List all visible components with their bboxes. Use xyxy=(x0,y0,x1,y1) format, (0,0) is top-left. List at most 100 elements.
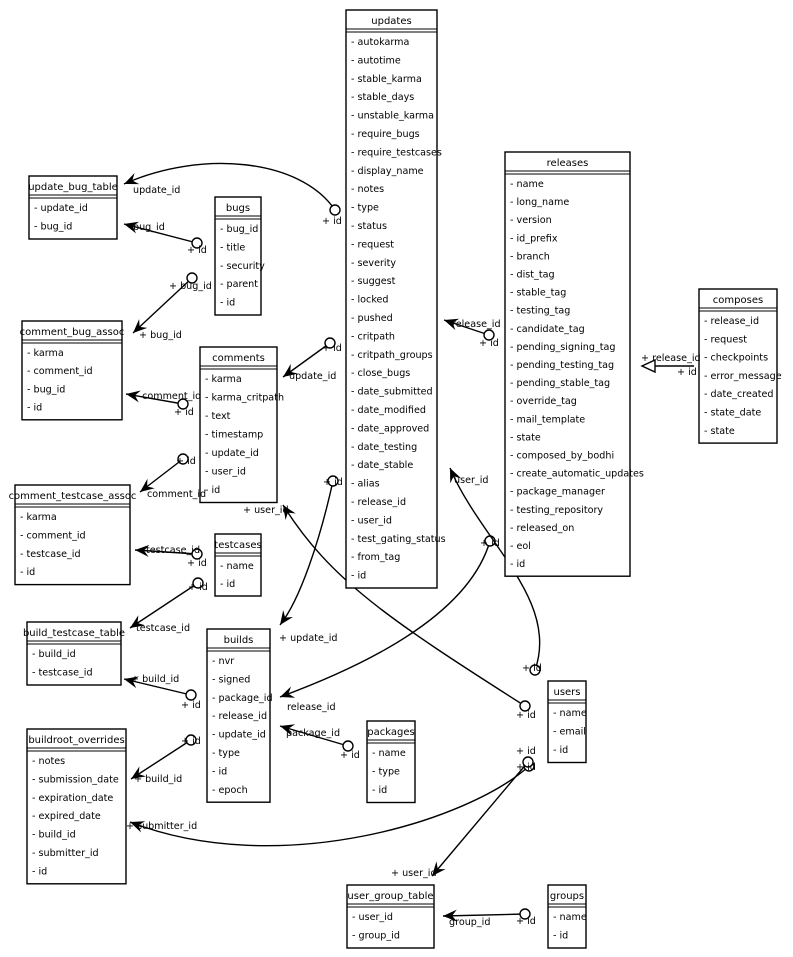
table-field: - checkpoints xyxy=(704,353,768,364)
relation-to-label: + id xyxy=(677,367,697,378)
table-box xyxy=(21,320,123,421)
relation-from-label: + submitter_id xyxy=(126,821,197,832)
relation-from-label: release_id xyxy=(287,702,336,713)
optional-marker xyxy=(191,548,203,560)
relation-from-label: comment_id xyxy=(147,489,206,500)
table-field: - submitter_id xyxy=(32,848,99,859)
relation-to-label: + id xyxy=(323,477,343,488)
optional-marker xyxy=(483,329,495,341)
relation-ugt-groups xyxy=(442,908,531,922)
table-field: - comment_id xyxy=(27,366,93,377)
table-field: - karma_critpath xyxy=(205,393,284,404)
table-title: users xyxy=(553,687,580,698)
optional-marker xyxy=(186,272,198,284)
table-field: - id xyxy=(205,485,220,496)
table-title: build_testcase_table xyxy=(23,628,125,639)
table-title: comment_bug_assoc xyxy=(20,327,125,338)
crowfoot-arrowhead xyxy=(140,478,155,492)
table-field: - request xyxy=(704,334,747,345)
table-field: - testcase_id xyxy=(32,668,93,679)
table-field: - state_date xyxy=(704,408,761,419)
table-box xyxy=(504,151,631,577)
relation-to-label: + id xyxy=(480,538,500,549)
table-field: - id xyxy=(212,766,227,777)
table-field: - pending_signing_tag xyxy=(510,342,616,353)
table-composes[interactable]: composes- release_id- request- checkpoin… xyxy=(698,288,782,444)
relation-cba-bugs xyxy=(132,272,198,334)
table-field: - create_automatic_updates xyxy=(510,469,644,480)
table-title: releases xyxy=(547,158,589,169)
table-field: - id xyxy=(220,579,235,590)
table-field: - severity xyxy=(351,258,396,269)
relation-line xyxy=(442,913,526,917)
table-packages[interactable]: packages- name- type- id xyxy=(366,720,416,804)
table-field: - expired_date xyxy=(32,811,101,822)
table-field: - unstable_karma xyxy=(351,111,434,122)
table-comments[interactable]: comments- karma- karma_critpath- text- t… xyxy=(199,346,284,504)
optional-marker xyxy=(177,453,189,465)
table-title: packages xyxy=(367,727,414,738)
table-field: - karma xyxy=(205,374,242,385)
relation-line xyxy=(279,540,491,698)
table-field: - bug_id xyxy=(220,224,258,235)
optional-marker xyxy=(329,204,341,216)
table-field: - suggest xyxy=(351,276,396,287)
relation-line xyxy=(282,504,526,707)
table-title: groups xyxy=(550,891,584,902)
table-box xyxy=(214,196,262,316)
table-box xyxy=(366,720,416,804)
table-field: - timestamp xyxy=(205,430,263,441)
relation-line xyxy=(134,549,198,555)
table-field: - require_testcases xyxy=(351,147,442,158)
table-users[interactable]: users- name- email- id xyxy=(547,680,587,764)
table-groups[interactable]: groups- name- id xyxy=(547,884,587,949)
table-field: - id xyxy=(510,559,525,570)
table-build-testcase-table[interactable]: build_testcase_table- build_id- testcase… xyxy=(23,621,125,686)
table-builds[interactable]: builds- nvr- signed- package_id- release… xyxy=(206,628,273,803)
table-field: - package_id xyxy=(212,693,273,704)
table-box xyxy=(28,175,118,240)
relation-line xyxy=(129,582,199,629)
table-title: builds xyxy=(224,635,254,646)
relation-from-label: package_id xyxy=(286,728,340,739)
relation-from-label: + user_id xyxy=(391,868,437,879)
table-box xyxy=(547,884,587,949)
table-field: - date_approved xyxy=(351,423,429,434)
table-update-bug-table[interactable]: update_bug_table- update_id- bug_id xyxy=(28,175,118,240)
table-field: - id_prefix xyxy=(510,233,558,244)
crowfoot-arrowhead xyxy=(280,724,296,736)
relation-update_bug-updates xyxy=(123,162,341,216)
table-field: - stable_days xyxy=(351,92,414,103)
relation-btt-testcases xyxy=(129,577,204,629)
relation-to-label: + id xyxy=(516,762,536,773)
table-updates[interactable]: updates- autokarma- autotime- stable_kar… xyxy=(345,9,446,589)
table-field: - bug_id xyxy=(27,384,65,395)
table-field: - status xyxy=(351,221,387,232)
crowfoot-arrowhead xyxy=(131,766,147,779)
table-field: - testing_repository xyxy=(510,505,603,516)
table-title: bugs xyxy=(226,203,250,214)
crowfoot-arrowhead xyxy=(283,505,296,521)
table-field: - release_id xyxy=(351,497,406,508)
relation-builds-updates xyxy=(279,475,339,626)
table-field: - title xyxy=(220,242,245,253)
table-comment-testcase-assoc[interactable]: comment_testcase_assoc- karma- comment_i… xyxy=(9,484,137,586)
relation-from-label: + comment_id xyxy=(131,391,201,402)
table-buildroot-overrides[interactable]: buildroot_overrides- notes- submission_d… xyxy=(26,728,127,885)
relation-from-label: group_id xyxy=(449,917,490,928)
table-comment-bug-assoc[interactable]: comment_bug_assoc- karma- comment_id- bu… xyxy=(20,320,125,421)
relation-comments-users xyxy=(282,504,531,712)
table-field: - nvr xyxy=(212,656,234,667)
table-testcases[interactable]: testcases- name- id xyxy=(214,533,262,597)
table-user-group-table[interactable]: user_group_table- user_id- group_id xyxy=(346,884,435,949)
relation-to-label: + id xyxy=(479,338,499,349)
table-field: - date_created xyxy=(704,389,773,400)
table-releases[interactable]: releases- name- long_name- version- id_p… xyxy=(504,151,644,577)
table-field: - version xyxy=(510,215,552,226)
table-bugs[interactable]: bugs- bug_id- title- security- parent- i… xyxy=(214,196,265,316)
relation-line xyxy=(123,223,198,244)
relation-from-label: update_id xyxy=(289,371,336,382)
crowfoot-arrowhead xyxy=(443,909,458,922)
table-box xyxy=(26,728,127,885)
crowfoot-arrowhead xyxy=(450,468,462,484)
